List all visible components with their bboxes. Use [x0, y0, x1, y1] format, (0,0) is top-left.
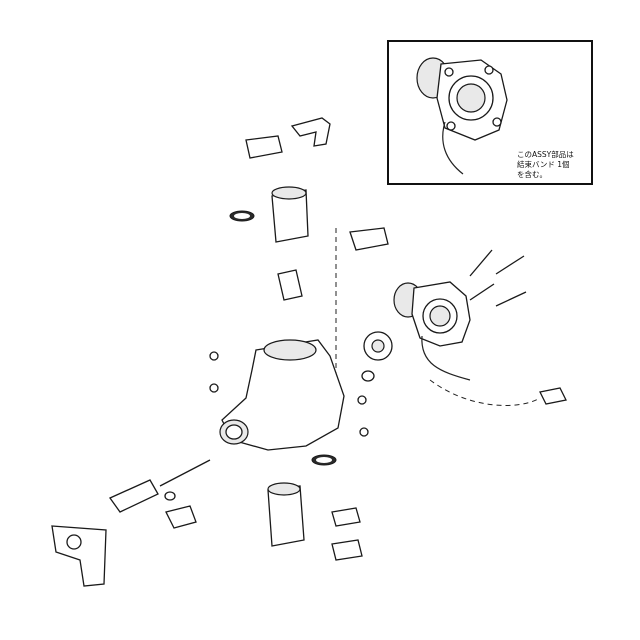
- upper-coupling-top: [271, 186, 307, 200]
- inset-detail-box: このASSY部品は 結束バンド 1個 を含む。: [387, 40, 593, 185]
- screw: [469, 249, 493, 277]
- cable-route: [429, 379, 541, 406]
- clip-right-lower: [331, 539, 363, 561]
- small-ring: [361, 370, 375, 382]
- inset-bolt-hole: [446, 121, 456, 131]
- valve-body: [221, 339, 345, 451]
- fitting-clip: [165, 505, 197, 529]
- valve-body-side-bore: [225, 424, 243, 440]
- mounting-plate: [51, 525, 107, 587]
- retaining-clip-top: [290, 117, 331, 147]
- nut: [209, 383, 219, 393]
- lower-coupling-top: [267, 482, 301, 496]
- valve-plunger: [277, 269, 303, 301]
- inset-flange-bore: [456, 83, 486, 113]
- shaft-rod: [159, 459, 211, 487]
- o-ring-upper-hole: [234, 213, 250, 219]
- clip-right-upper: [331, 507, 361, 527]
- inset-note-line: 結束バンド 1個: [517, 160, 570, 169]
- screw-set: [469, 249, 527, 307]
- inset-note-line: を含む。: [517, 170, 547, 179]
- inset-assembly-drawing: [416, 57, 508, 175]
- valve-body-top-port: [263, 339, 317, 361]
- shaft-ring: [164, 491, 176, 501]
- inset-note: このASSY部品は 結束バンド 1個 を含む。: [517, 150, 595, 180]
- inset-bolt-hole: [484, 65, 494, 75]
- diaphragm-center: [371, 339, 385, 353]
- nut: [209, 351, 219, 361]
- o-ring-lower-hole: [316, 457, 332, 463]
- cap-cover: [245, 135, 283, 159]
- connector-plug: [539, 387, 567, 405]
- threaded-fitting: [109, 479, 159, 513]
- inset-bolt-hole: [492, 117, 502, 127]
- inset-bolt-hole: [444, 67, 454, 77]
- inset-note-line: このASSY部品は: [517, 150, 574, 159]
- screw: [469, 283, 495, 301]
- nut: [359, 427, 369, 437]
- screw: [495, 255, 525, 275]
- screw: [495, 291, 527, 307]
- bracket-clip: [349, 227, 389, 251]
- mounting-plate-hole: [66, 534, 82, 550]
- inset-cable: [442, 121, 464, 175]
- motor-cable: [421, 335, 471, 381]
- nut: [357, 395, 367, 405]
- flange-bore: [429, 305, 451, 327]
